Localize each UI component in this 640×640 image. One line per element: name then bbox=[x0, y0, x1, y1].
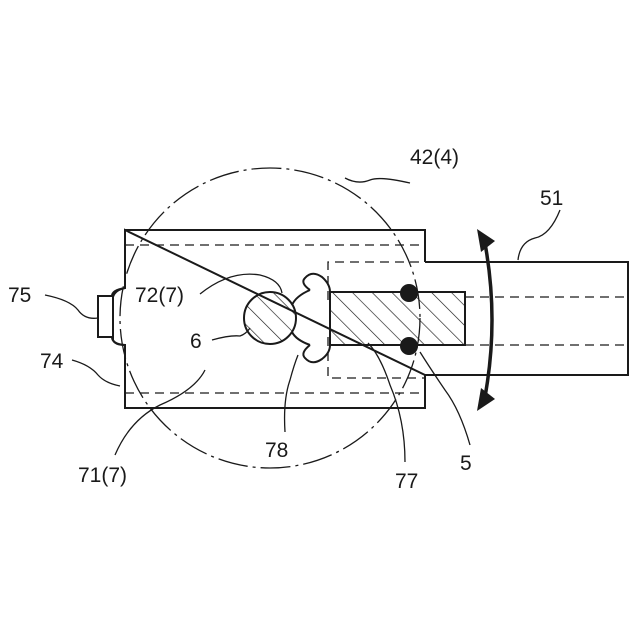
label-42-4: 42(4) bbox=[410, 146, 459, 169]
pin-5 bbox=[330, 292, 465, 345]
label-6: 6 bbox=[190, 330, 202, 353]
label-71-7: 71(7) bbox=[78, 464, 127, 487]
slot-neck-bottom bbox=[292, 332, 310, 345]
label-5: 5 bbox=[460, 452, 472, 475]
leader-74 bbox=[72, 360, 120, 386]
slot-neck-top bbox=[292, 290, 310, 305]
label-74: 74 bbox=[40, 350, 64, 373]
leader-71 bbox=[115, 370, 205, 455]
shaft-6 bbox=[244, 292, 296, 344]
label-72-7: 72(7) bbox=[135, 284, 184, 307]
leader-6 bbox=[212, 328, 250, 340]
label-77: 77 bbox=[395, 470, 418, 493]
label-51: 51 bbox=[540, 187, 563, 210]
label-75: 75 bbox=[8, 284, 31, 307]
label-78: 78 bbox=[265, 439, 288, 462]
leader-75 bbox=[45, 295, 98, 318]
leader-51 bbox=[518, 210, 560, 260]
leader-77 bbox=[368, 343, 405, 462]
leader-5 bbox=[420, 352, 470, 445]
ball-top bbox=[400, 284, 418, 302]
ball-bottom bbox=[400, 337, 418, 355]
leader-42 bbox=[345, 178, 410, 183]
